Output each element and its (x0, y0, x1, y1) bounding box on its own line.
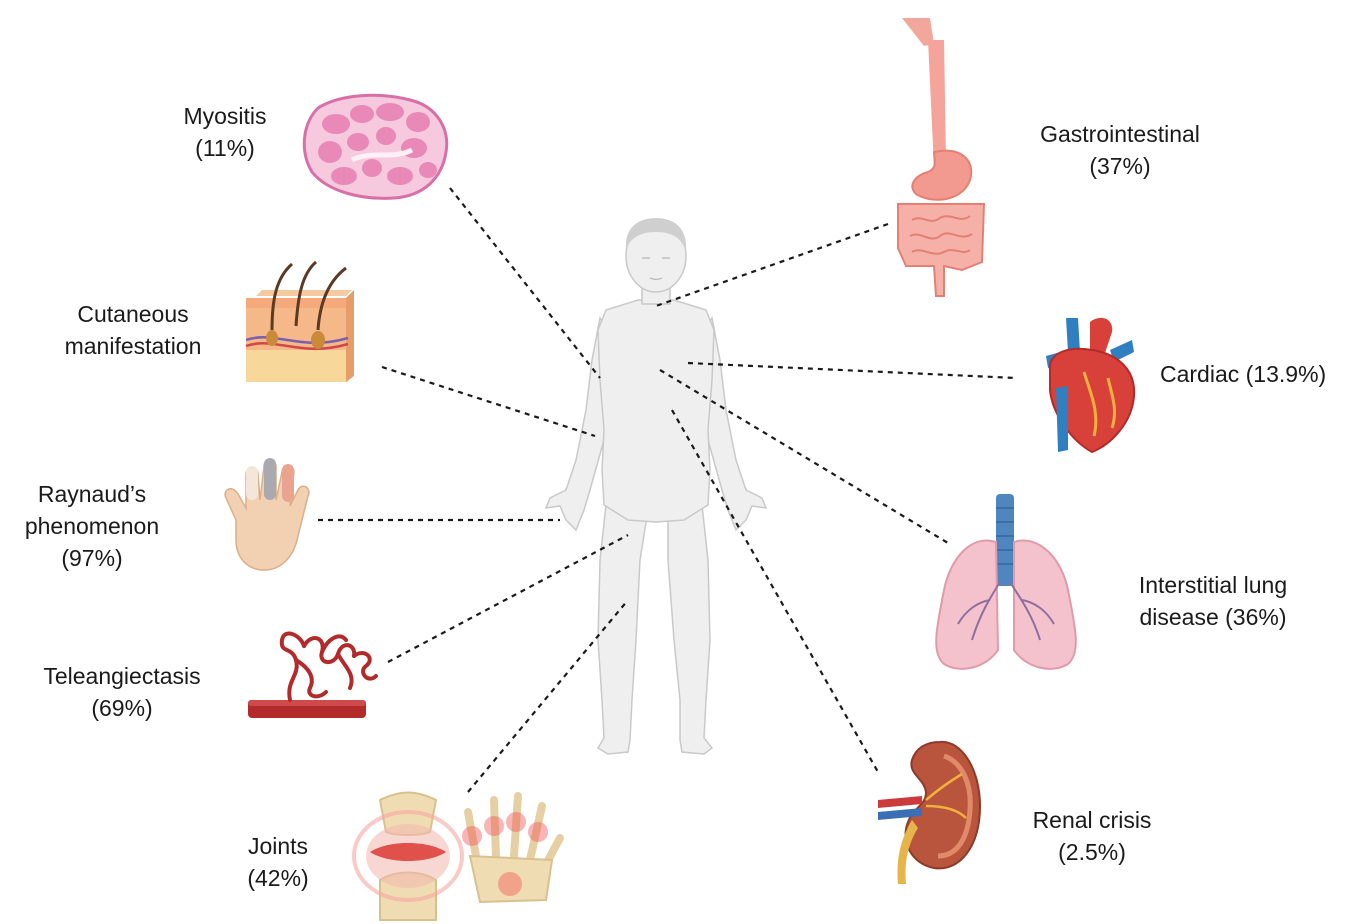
ild-line1: Interstitial lung (1139, 569, 1287, 601)
human-body-figure (546, 220, 766, 754)
raynaud-line1: Raynaud’s (25, 478, 159, 510)
raynaud-value: (97%) (25, 542, 159, 574)
telangiectasis-value: (69%) (43, 692, 200, 724)
cutaneous-line2: manifestation (65, 330, 202, 362)
digestive-tract-icon (898, 18, 984, 296)
renal-value: (2.5%) (1033, 836, 1152, 868)
muscle-tissue-icon (304, 95, 446, 198)
joints-name: Joints (247, 830, 308, 862)
label-gastrointestinal: Gastrointestinal (37%) (1040, 118, 1200, 182)
label-myositis: Myositis (11%) (183, 100, 266, 164)
raynaud-line2: phenomenon (25, 510, 159, 542)
skin-layers-icon (246, 262, 354, 382)
label-cardiac: Cardiac (13.9%) (1160, 358, 1326, 390)
connector-gastro (656, 224, 888, 306)
renal-name: Renal crisis (1033, 804, 1152, 836)
label-renal: Renal crisis (2.5%) (1033, 804, 1152, 868)
label-telangiectasis: Teleangiectasis (69%) (43, 660, 200, 724)
connector-myositis (450, 188, 600, 378)
ild-line2: disease (36%) (1139, 601, 1287, 633)
myositis-value: (11%) (183, 132, 266, 164)
label-ild: Interstitial lung disease (36%) (1139, 569, 1287, 633)
knee-joint-icon (354, 793, 462, 921)
lungs-icon (936, 494, 1076, 669)
blood-vessel-icon (248, 633, 376, 718)
telangiectasis-name: Teleangiectasis (43, 660, 200, 692)
connector-cardiac (688, 363, 1016, 378)
gastro-name: Gastrointestinal (1040, 118, 1200, 150)
myositis-name: Myositis (183, 100, 266, 132)
connector-cutaneous (382, 367, 595, 436)
hand-icon (225, 458, 309, 570)
label-cutaneous: Cutaneous manifestation (65, 298, 202, 362)
gastro-value: (37%) (1040, 150, 1200, 182)
label-joints: Joints (42%) (247, 830, 308, 894)
joints-value: (42%) (247, 862, 308, 894)
label-raynaud: Raynaud’s phenomenon (97%) (25, 478, 159, 574)
cardiac-text: Cardiac (13.9%) (1160, 358, 1326, 390)
hand-joints-icon (462, 796, 560, 902)
cutaneous-line1: Cutaneous (65, 298, 202, 330)
kidney-icon (878, 742, 980, 884)
heart-icon (1046, 318, 1134, 452)
